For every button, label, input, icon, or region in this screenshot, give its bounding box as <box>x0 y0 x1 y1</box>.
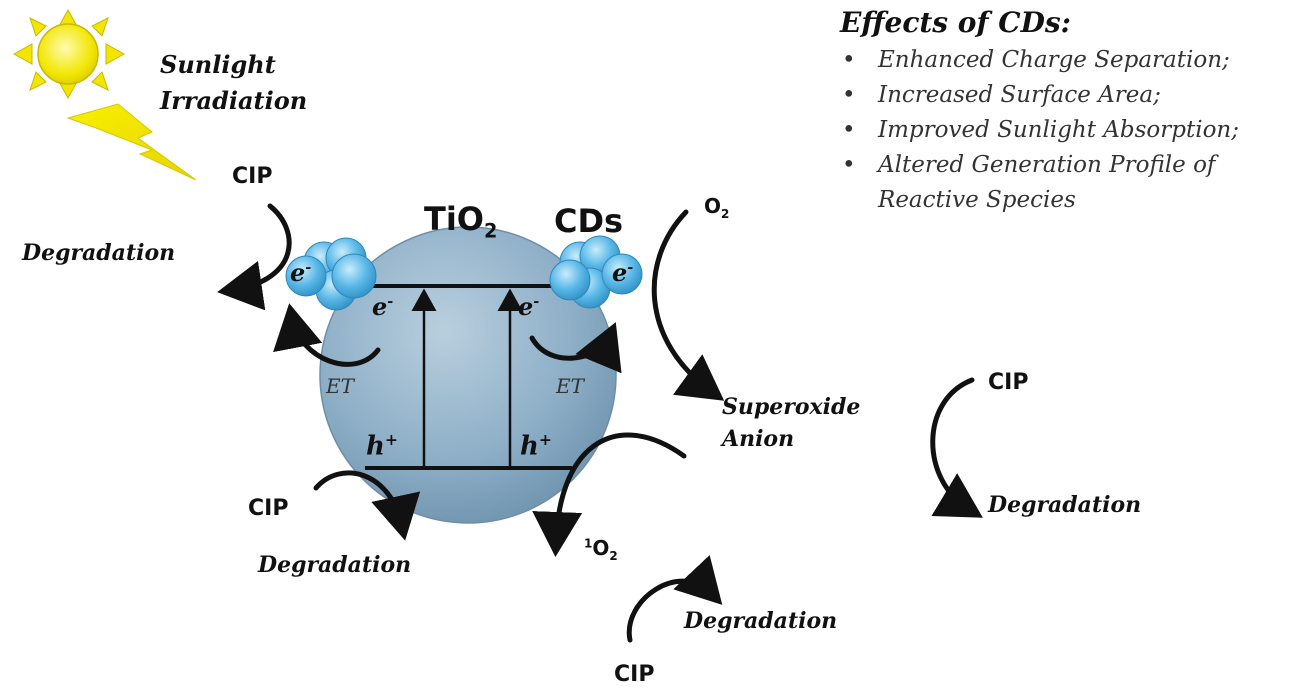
degradation-label-right: Degradation <box>988 492 1142 518</box>
cip-label-bottom: CIP <box>614 662 655 687</box>
cip-label-bottom-left: CIP <box>248 496 289 521</box>
effects-item: Improved Sunlight Absorption; <box>840 113 1289 148</box>
effects-item: Increased Surface Area; <box>840 78 1289 113</box>
tio2-label: TiO2 <box>424 200 498 243</box>
cd-electron-right: e- <box>612 258 634 287</box>
degradation-label-top-left: Degradation <box>22 240 176 266</box>
singlet-oxygen-label: 1O2 <box>584 536 618 563</box>
tio2-electron-right: e- <box>518 292 540 321</box>
effects-item: Altered Generation Profile of Reactive S… <box>840 148 1289 218</box>
cd-electron-left: e- <box>290 258 312 287</box>
hole-right: h+ <box>520 430 552 462</box>
tio2-electron-left: e- <box>372 292 394 321</box>
cds-label: CDs <box>554 202 624 240</box>
cip-label-right: CIP <box>988 370 1029 395</box>
cip-label-top-left: CIP <box>232 164 273 189</box>
effects-panel: Effects of CDs: Enhanced Charge Separati… <box>840 6 1289 218</box>
arrow-cip-degradation-top-left <box>217 203 292 311</box>
arrow-o2-superoxide <box>651 209 725 401</box>
degradation-label-bottom-left: Degradation <box>258 552 412 578</box>
sunlight-label-line1: Sunlight <box>160 50 276 79</box>
et-label-left: ET <box>326 374 354 398</box>
effects-list: Enhanced Charge Separation; Increased Su… <box>840 43 1289 218</box>
arrow-hole-singlet-oxygen <box>532 432 687 557</box>
superoxide-label-line2: Anion <box>722 426 795 452</box>
lightning-bolt-icon <box>66 103 197 181</box>
sun-icon <box>12 8 126 100</box>
effects-item: Enhanced Charge Separation; <box>840 43 1289 78</box>
oxygen-label: O2 <box>704 194 730 221</box>
arrow-hole-cip-left <box>313 470 421 541</box>
tio2-particle <box>319 226 617 524</box>
sunlight-label-line2: Irradiation <box>160 86 308 115</box>
degradation-label-bottom: Degradation <box>684 608 838 634</box>
arrow-cip-degradation-right <box>930 377 983 518</box>
arrow-et-left <box>273 303 381 367</box>
hole-left: h+ <box>366 430 398 462</box>
arrow-et-right <box>529 322 622 374</box>
carbon-dot-cluster-right <box>549 235 643 309</box>
superoxide-label-line1: Superoxide <box>722 394 861 420</box>
arrow-cip-degradation-bottom <box>626 555 723 643</box>
effects-title: Effects of CDs: <box>840 6 1071 39</box>
carbon-dot-cluster-left <box>285 237 377 311</box>
et-label-right: ET <box>556 374 584 398</box>
